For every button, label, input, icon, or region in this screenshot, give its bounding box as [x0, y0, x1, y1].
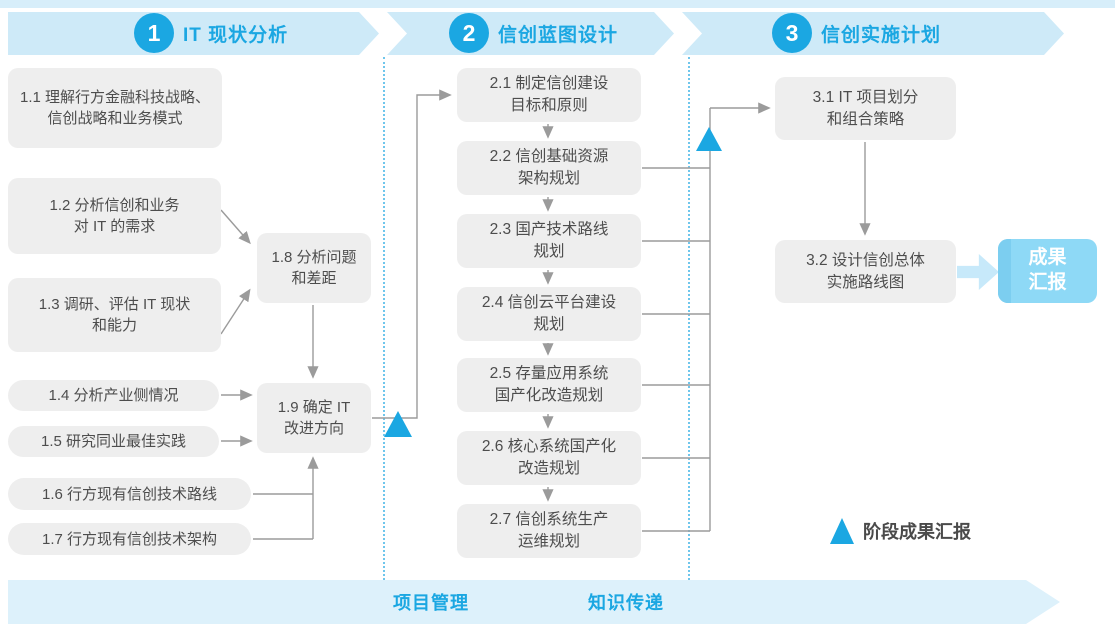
phase1-number: 1: [147, 19, 161, 46]
phase1-title: IT 现状分析: [183, 24, 289, 46]
phase-separator-2: [688, 57, 690, 580]
step-1-4-box: 1.4 分析产业侧情况: [8, 380, 219, 411]
step-2-4-line1: 2.4 信创云平台建设: [481, 294, 617, 312]
footer-label-project-management: 项目管理: [393, 593, 469, 613]
phase3-header: 3 信创实施计划: [772, 13, 941, 53]
result-line2: 汇报: [1028, 272, 1067, 293]
step-1-3-line1: 1.3 调研、评估 IT 现状: [38, 296, 191, 313]
step-1-1-box: 1.1 理解行方金融科技战略、 信创战略和业务模式: [8, 68, 222, 148]
step-2-3-line1: 2.3 国产技术路线: [489, 221, 609, 239]
phase1-header: 1 IT 现状分析: [134, 13, 288, 53]
result-line1: 成果: [1028, 247, 1067, 269]
step-1-8-box: 1.8 分析问题 和差距: [257, 233, 371, 303]
step-2-7-box: 2.7 信创系统生产 运维规划: [457, 504, 641, 558]
step-2-3-box: 2.3 国产技术路线 规划: [457, 214, 641, 268]
step-1-5-box: 1.5 研究同业最佳实践: [8, 426, 219, 457]
phase3-number-badge: 3: [772, 13, 812, 53]
phase2-header: 2 信创蓝图设计: [449, 13, 618, 53]
step-1-8-line1: 1.8 分析问题: [271, 249, 357, 266]
phase1-number-badge: 1: [134, 13, 174, 53]
step-2-4-box: 2.4 信创云平台建设 规划: [457, 287, 641, 341]
step-1-5-line1: 1.5 研究同业最佳实践: [40, 433, 187, 450]
step-3-2-line2: 实施路线图: [826, 273, 905, 291]
step-2-1-box: 2.1 制定信创建设 目标和原则: [457, 68, 641, 122]
result-box-edge: [998, 239, 1011, 303]
bottom-banner: [8, 580, 1060, 624]
step-1-9-box: 1.9 确定 IT 改进方向: [257, 383, 371, 453]
step-1-2-line2: 对 IT 的需求: [73, 218, 156, 235]
step-1-7-box: 1.7 行方现有信创技术架构: [8, 523, 251, 555]
step-1-3-box: 1.3 调研、评估 IT 现状 和能力: [8, 278, 221, 352]
legend-triangle-icon: [830, 518, 854, 544]
step-2-1-line1: 2.1 制定信创建设: [489, 75, 609, 93]
step-3-1-line2: 和组合策略: [826, 110, 905, 128]
step-1-9-line2: 改进方向: [283, 420, 344, 437]
step-3-1-box: 3.1 IT 项目划分 和组合策略: [775, 77, 956, 140]
step-3-2-box: 3.2 设计信创总体 实施路线图: [775, 240, 956, 303]
step-2-7-line1: 2.7 信创系统生产: [489, 511, 609, 529]
step-1-1-line2: 信创战略和业务模式: [47, 110, 183, 127]
legend-label: 阶段成果汇报: [863, 522, 971, 542]
phase3-number: 3: [785, 19, 799, 46]
step-2-6-box: 2.6 核心系统国产化 改造规划: [457, 431, 641, 485]
footer-label-knowledge-transfer: 知识传递: [588, 593, 664, 613]
step-2-5-line2: 国产化改造规划: [494, 387, 604, 404]
phase2-title: 信创蓝图设计: [498, 24, 619, 46]
step-1-6-box: 1.6 行方现有信创技术路线: [8, 478, 251, 510]
step-3-1-line1: 3.1 IT 项目划分: [812, 88, 919, 106]
step-1-9-line1: 1.9 确定 IT: [277, 399, 351, 416]
step-2-4-line2: 规划: [533, 316, 565, 333]
milestone-triangle-phase2-icon: [696, 127, 722, 151]
step-2-1-line2: 目标和原则: [510, 97, 588, 114]
step-2-5-line1: 2.5 存量应用系统: [489, 365, 609, 383]
milestone-triangle-phase1-icon: [384, 411, 412, 437]
phase3-banner: [682, 12, 1064, 55]
step-1-2-box: 1.2 分析信创和业务 对 IT 的需求: [8, 178, 221, 254]
step-2-2-box: 2.2 信创基础资源 架构规划: [457, 141, 641, 195]
step-2-5-box: 2.5 存量应用系统 国产化改造规划: [457, 358, 641, 412]
step-2-3-line2: 规划: [533, 243, 565, 260]
step-1-1-line1: 1.1 理解行方金融科技战略、: [19, 89, 211, 106]
step-1-7-line1: 1.7 行方现有信创技术架构: [41, 530, 218, 548]
step-2-6-line1: 2.6 核心系统国产化: [481, 438, 617, 456]
step-1-6-line1: 1.6 行方现有信创技术路线: [41, 485, 218, 503]
result-report-box: 成果 汇报: [998, 239, 1097, 303]
step-1-4-line1: 1.4 分析产业侧情况: [48, 387, 179, 404]
step-2-7-line2: 运维规划: [517, 533, 580, 550]
step-1-3-line2: 和能力: [91, 317, 137, 334]
phase2-number-badge: 2: [449, 13, 489, 53]
phase3-title: 信创实施计划: [821, 24, 942, 46]
phase1-banner: [8, 12, 379, 55]
step-2-6-line2: 改造规划: [517, 460, 580, 477]
step-2-2-line2: 架构规划: [517, 170, 580, 187]
step-2-2-line1: 2.2 信创基础资源: [489, 148, 609, 166]
phase-separator-1: [383, 57, 385, 580]
step-3-2-line1: 3.2 设计信创总体: [806, 251, 925, 269]
phase2-banner: [387, 12, 674, 55]
phase2-number: 2: [462, 19, 476, 46]
step-1-2-line1: 1.2 分析信创和业务: [49, 197, 180, 214]
top-border-strip: [0, 0, 1115, 8]
step-1-8-line2: 和差距: [291, 270, 337, 287]
